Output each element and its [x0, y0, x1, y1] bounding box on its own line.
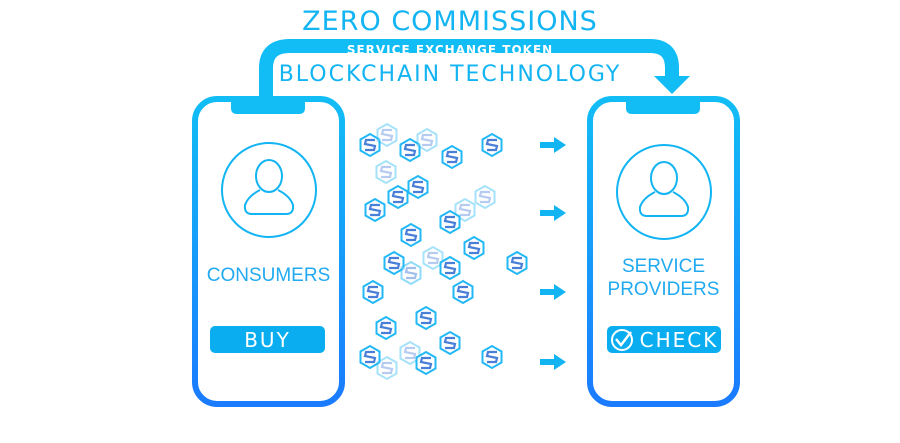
- arrow-right-icon: [540, 354, 566, 370]
- token-icon: [439, 255, 461, 281]
- token-icon: [441, 144, 463, 170]
- provider-phone: [587, 96, 740, 407]
- token-icon: [399, 340, 421, 366]
- buy-button-label: BUY: [244, 327, 291, 352]
- token-icon: [359, 132, 381, 158]
- token-icon: [362, 279, 384, 305]
- consumers-label: CONSUMERS: [206, 265, 331, 286]
- token-icon: [481, 132, 503, 158]
- token-icon: [376, 355, 398, 381]
- check-circle-icon: [610, 328, 633, 351]
- token-icon: [481, 344, 503, 370]
- token-icon: [400, 260, 422, 286]
- token-icon: [359, 344, 381, 370]
- token-icon: [474, 184, 496, 210]
- token-icon: [416, 127, 438, 153]
- check-button-label: CHECK: [639, 327, 719, 352]
- arrow-right-icon: [540, 205, 566, 221]
- token-icon: [383, 250, 405, 276]
- token-cloud: [359, 122, 528, 381]
- service-label-line1: SERVICE: [621, 256, 706, 277]
- user-icon: [221, 142, 317, 238]
- token-icon: [375, 315, 397, 341]
- subtitle-blockchain: BLOCKCHAIN TECHNOLOGY: [278, 62, 622, 87]
- buy-button[interactable]: BUY: [210, 326, 325, 353]
- arrow-right-icon: [540, 284, 566, 300]
- flow-arrow-head: [654, 76, 690, 94]
- token-icon: [415, 305, 437, 331]
- transfer-arrows: [540, 137, 566, 370]
- token-icon: [454, 197, 476, 223]
- user-icon: [616, 144, 712, 240]
- token-icon: [387, 184, 409, 210]
- token-icon: [376, 122, 398, 148]
- title-zero-commissions: ZERO COMMISSIONS: [302, 6, 598, 37]
- token-icon: [452, 279, 474, 305]
- service-label-line2: PROVIDERS: [607, 279, 720, 300]
- check-button[interactable]: CHECK: [607, 326, 721, 353]
- token-icon: [422, 245, 444, 271]
- token-icon: [439, 330, 461, 356]
- token-icon: [364, 197, 386, 223]
- consumer-phone: [192, 96, 345, 407]
- token-icon: [375, 159, 397, 185]
- token-icon: [463, 235, 485, 261]
- arrow-right-icon: [540, 137, 566, 153]
- flow-arrow-band: [259, 39, 679, 97]
- band-label: SERVICE EXCHANGE TOKEN: [346, 43, 554, 57]
- token-icon: [415, 350, 437, 376]
- token-icon: [400, 222, 422, 248]
- token-icon: [407, 174, 429, 200]
- token-icon: [439, 209, 461, 235]
- token-icon: [399, 137, 421, 163]
- token-icon: [506, 250, 528, 276]
